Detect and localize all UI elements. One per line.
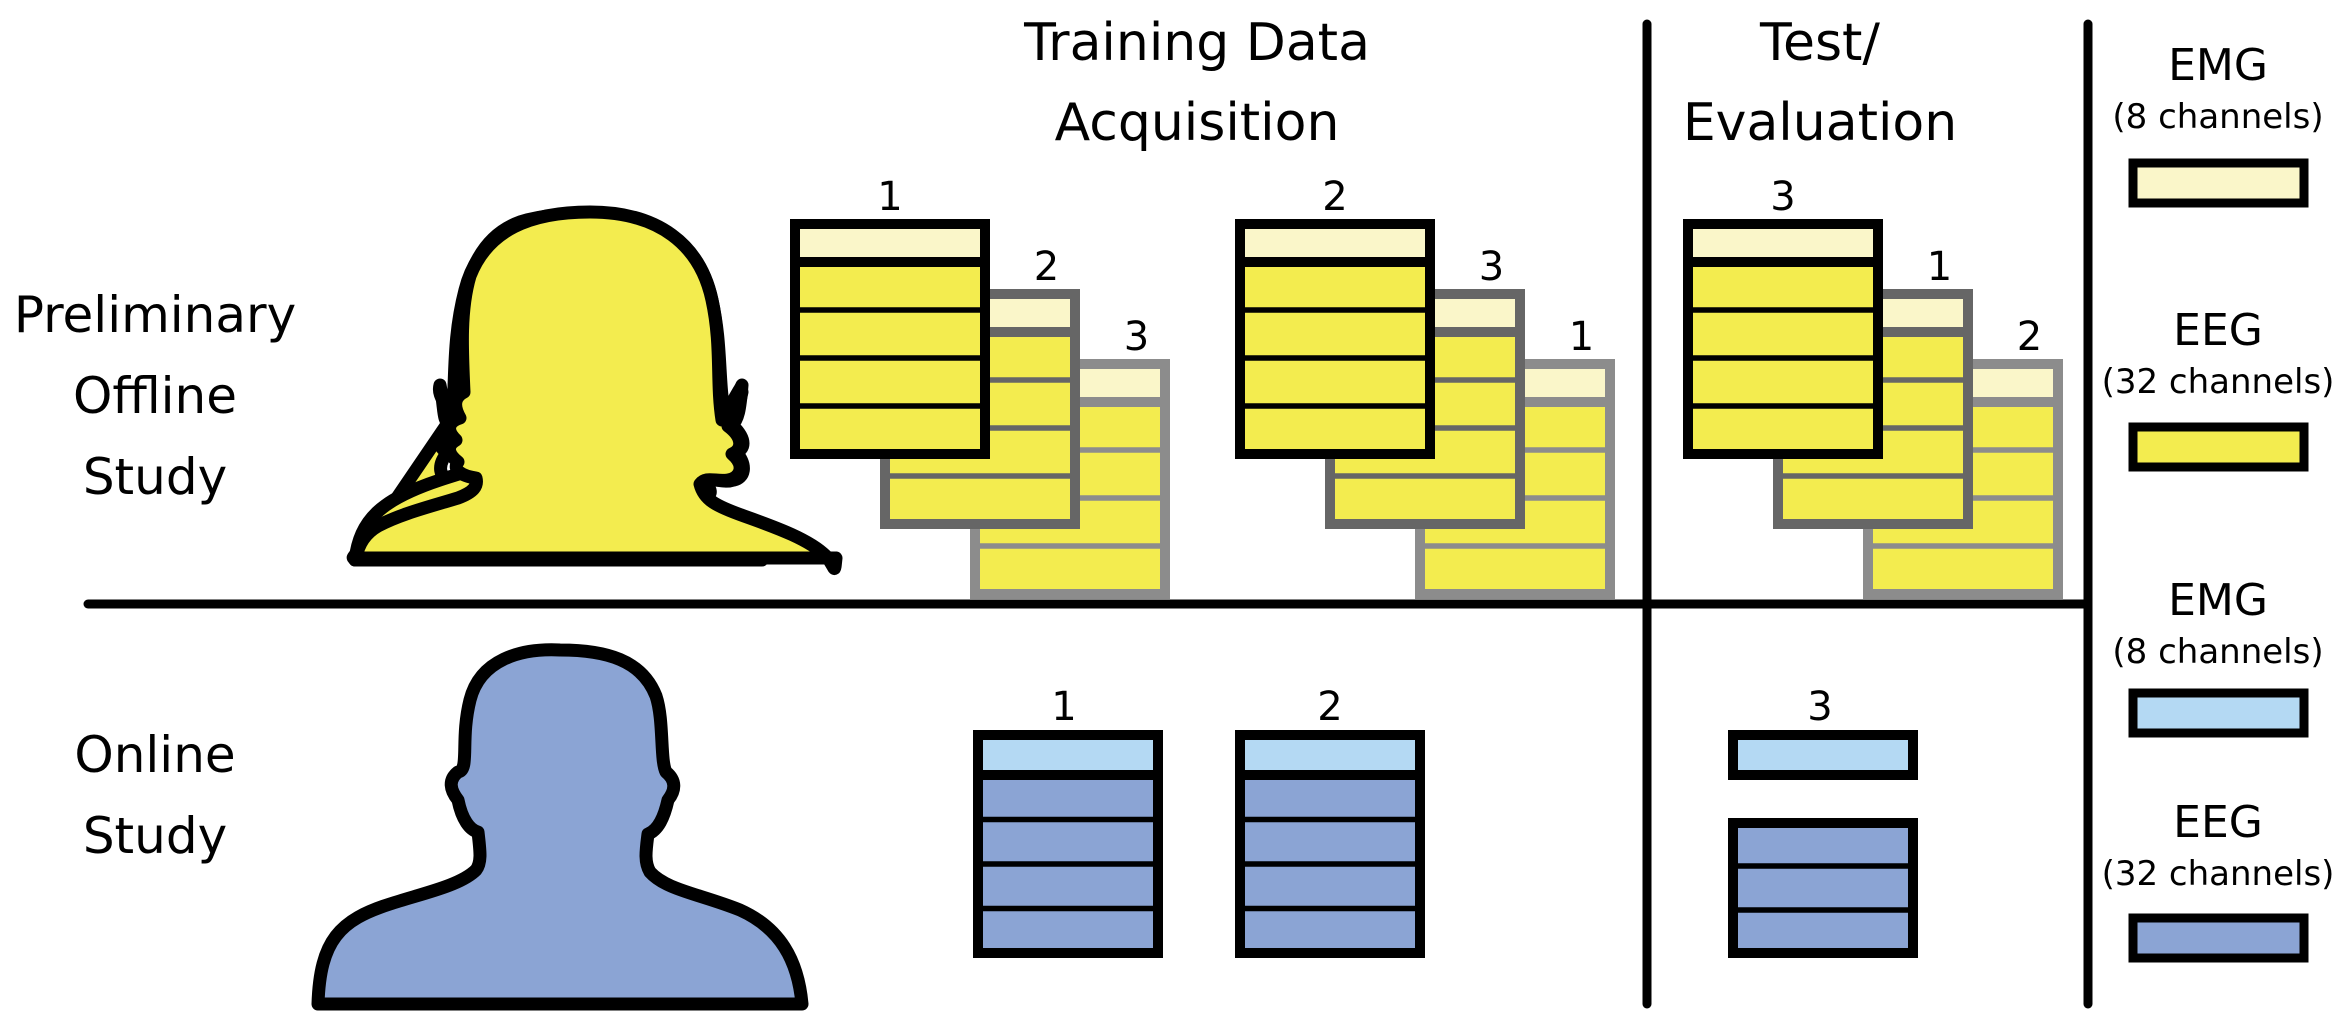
- legend-online-eeg-title: EEG: [2173, 797, 2263, 848]
- emg-header: [1235, 219, 1435, 267]
- emg-header: [973, 730, 1163, 780]
- emg-header: [790, 219, 990, 267]
- block-number: 2: [1322, 174, 1347, 220]
- block-number: 3: [1479, 244, 1504, 290]
- legend-online-emg-swatch: [2128, 688, 2309, 738]
- legend-offline-emg-subtitle: (8 channels): [2112, 97, 2323, 137]
- block-number: 2: [2017, 314, 2042, 360]
- block-number: 2: [1034, 244, 1059, 290]
- block-number: 2: [1317, 684, 1342, 730]
- online-test-block-3: 3: [1728, 684, 1918, 958]
- emg-header: [1235, 730, 1425, 780]
- data-blocks: 3 2 1 1 3 2 2 1 3 1 2 3: [790, 174, 2063, 958]
- legend-online-eeg-swatch: [2128, 913, 2309, 963]
- legend-offline-eeg-subtitle: (32 channels): [2102, 362, 2335, 402]
- emg-header: [1683, 219, 1883, 267]
- block-number: 1: [1569, 314, 1594, 360]
- block-number: 1: [1927, 244, 1952, 290]
- block-number: 3: [1807, 684, 1832, 730]
- training-header-line1: Training Data: [1023, 13, 1370, 73]
- offline-row-label-line3: Study: [83, 448, 227, 506]
- online-row-label-line1: Online: [74, 726, 235, 784]
- offline-train-a-sheet-1: 1: [790, 174, 990, 459]
- online-row-label-line2: Study: [83, 807, 227, 865]
- legend-online-emg-title: EMG: [2168, 575, 2268, 626]
- offline-row-label-line2: Offline: [73, 367, 237, 425]
- online-train-block-2: 2: [1235, 684, 1425, 958]
- test-header-line2: Evaluation: [1683, 93, 1957, 153]
- legend-offline-emg-swatch: [2128, 158, 2309, 208]
- block-number: 1: [1051, 684, 1076, 730]
- emg-header: [1728, 730, 1918, 780]
- legend-offline-eeg-title: EEG: [2173, 305, 2263, 356]
- legend-offline-eeg-swatch: [2128, 422, 2309, 472]
- offline-test-sheet-3: 3: [1683, 174, 1883, 459]
- block-number: 3: [1124, 314, 1149, 360]
- offline-row-label-line1: Preliminary: [14, 286, 296, 344]
- eeg-body: [1728, 818, 1918, 958]
- training-header-line2: Acquisition: [1055, 93, 1340, 153]
- offline-train-b-sheet-2: 2: [1235, 174, 1435, 459]
- block-number: 1: [877, 174, 902, 220]
- block-number: 3: [1770, 174, 1795, 220]
- legend-offline-emg-title: EMG: [2168, 40, 2268, 91]
- legend-online-eeg-subtitle: (32 channels): [2102, 854, 2335, 894]
- test-header-line1: Test/: [1759, 13, 1880, 73]
- legend-online-emg-subtitle: (8 channels): [2112, 632, 2323, 672]
- female-participant-outline: [349, 205, 843, 575]
- male-participant-silhouette: [311, 643, 809, 1011]
- online-train-block-1: 1: [973, 684, 1163, 958]
